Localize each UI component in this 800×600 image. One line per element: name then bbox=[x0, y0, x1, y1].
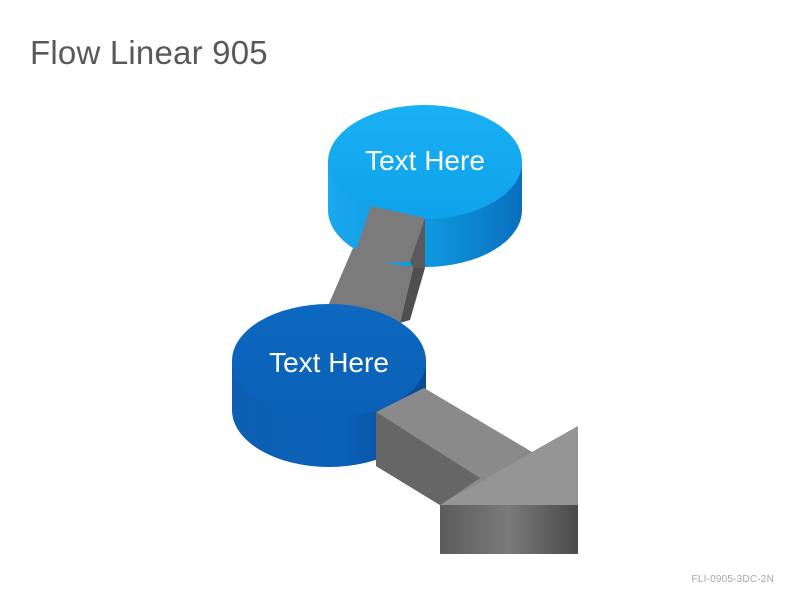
slide-code: FLI-0905-3DC-2N bbox=[691, 574, 774, 585]
connector-arrow-front bbox=[376, 388, 532, 505]
arrow-head-top bbox=[440, 426, 578, 505]
connector-upper-overlay bbox=[352, 206, 425, 268]
arrow-base-front bbox=[440, 505, 578, 554]
node-2-top-face bbox=[232, 304, 426, 418]
node-2-label: Text Here bbox=[269, 347, 389, 378]
node-1-label: Text Here bbox=[365, 145, 485, 176]
arrow-shaft-front-top bbox=[376, 388, 532, 478]
connector-upper-overlay-side bbox=[410, 218, 425, 268]
slide-title: Flow Linear 905 bbox=[30, 34, 268, 71]
node-1-top-face bbox=[328, 105, 522, 219]
arrow-shaft-front-face bbox=[376, 412, 480, 505]
connector-upper-overlay-face bbox=[352, 206, 425, 262]
